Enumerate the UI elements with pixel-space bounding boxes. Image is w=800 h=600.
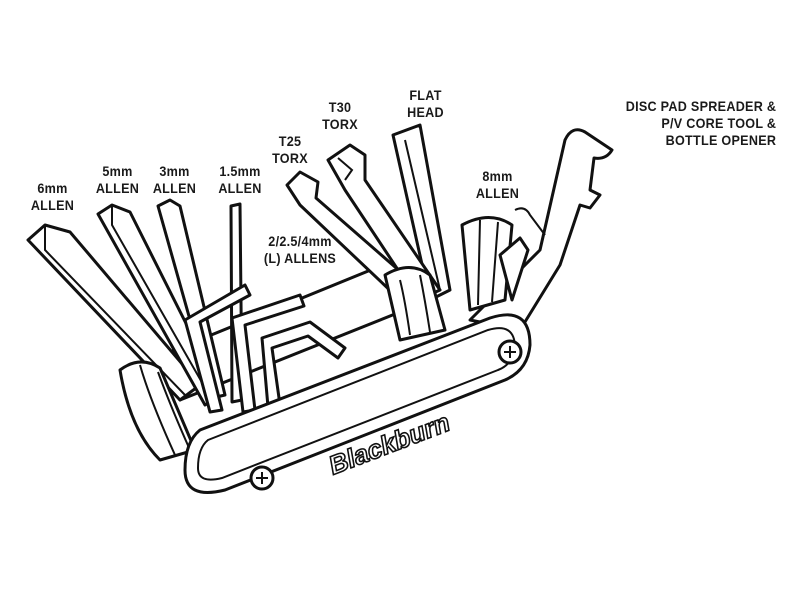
label-line: (L) ALLENS — [263, 250, 337, 266]
label-line: T25 — [278, 133, 302, 149]
label-line: 5mm — [102, 163, 133, 179]
label-6mm-allen: 6mm ALLEN — [28, 180, 78, 214]
torx-t25-tool — [285, 170, 412, 298]
label-line: BOTTLE OPENER — [665, 132, 776, 148]
label-1-5mm-allen: 1.5mm ALLEN — [213, 163, 267, 197]
label-line: ALLEN — [475, 185, 520, 201]
label-t30-torx: T30 TORX — [318, 99, 363, 133]
label-line: 2/2.5/4mm — [268, 233, 332, 249]
allen-5mm-tool — [96, 203, 224, 407]
label-line: 3mm — [159, 163, 190, 179]
right-hinge-knuckles — [383, 266, 447, 342]
flat-head-tool — [391, 123, 452, 302]
label-line: 8mm — [482, 168, 513, 184]
label-line: FLAT — [409, 87, 442, 103]
label-line: ALLEN — [152, 180, 197, 196]
label-line: DISC PAD SPREADER & — [625, 98, 776, 114]
label-line: P/V CORE TOOL & — [661, 115, 776, 131]
label-line: TORX — [322, 116, 358, 132]
label-disc-pad-spreader: DISC PAD SPREADER & P/V CORE TOOL & BOTT… — [625, 98, 776, 149]
label-line: ALLEN — [218, 180, 262, 196]
label-t25-torx: T25 TORX — [268, 133, 313, 167]
label-line: T30 — [328, 99, 352, 115]
left-hinge-knuckles — [118, 360, 197, 462]
label-line: HEAD — [407, 104, 444, 120]
label-l-allens: 2/2.5/4mm (L) ALLENS — [260, 233, 341, 267]
label-flat-head: FLAT HEAD — [401, 87, 451, 121]
label-line: ALLEN — [95, 180, 140, 196]
label-line: 6mm — [37, 180, 68, 196]
allen-8mm-tool — [460, 216, 530, 312]
label-line: 1.5mm — [219, 163, 261, 179]
label-line: TORX — [272, 150, 308, 166]
label-3mm-allen: 3mm ALLEN — [150, 163, 200, 197]
main-side-plate — [183, 313, 532, 494]
torx-t30-tool — [326, 143, 442, 302]
label-5mm-allen: 5mm ALLEN — [93, 163, 143, 197]
label-8mm-allen: 8mm ALLEN — [473, 168, 523, 202]
disc-pad-spreader-tool — [468, 128, 614, 332]
label-line: ALLEN — [30, 197, 75, 213]
